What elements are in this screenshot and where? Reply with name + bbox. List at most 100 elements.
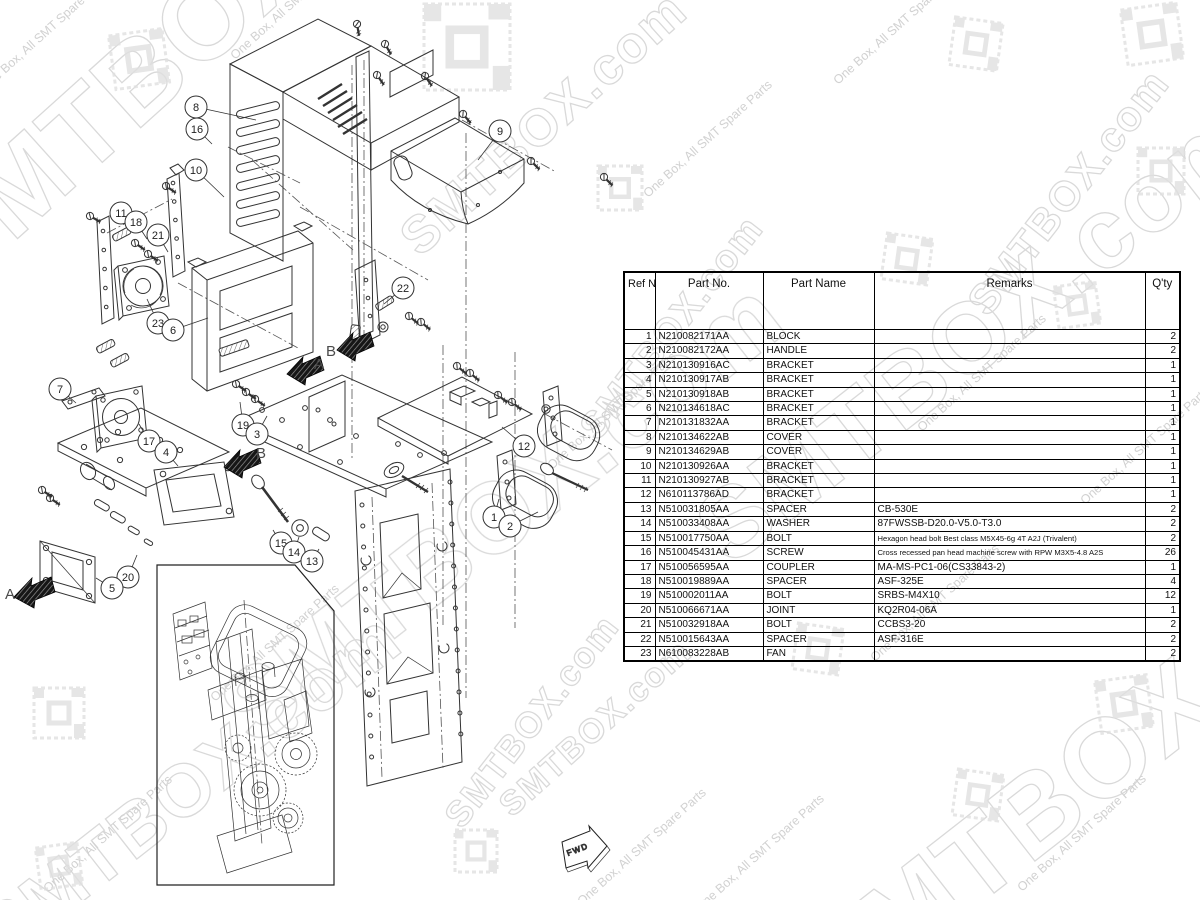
cell-part_name: BOLT bbox=[762, 530, 875, 547]
tagline-watermark: One Box, All SMT Spare Parts bbox=[641, 77, 775, 200]
cell-part_name: FAN bbox=[762, 645, 875, 662]
balloon-14: 14 bbox=[282, 536, 306, 564]
cell-ref: 5 bbox=[623, 386, 656, 403]
cell-part_no: N510002011AA bbox=[654, 588, 764, 604]
svg-text:8: 8 bbox=[193, 102, 199, 114]
cell-part_name: SPACER bbox=[762, 573, 875, 590]
cell-part_name: BRACKET bbox=[762, 487, 875, 503]
lower-left-drawing bbox=[39, 385, 235, 604]
svg-text:9: 9 bbox=[497, 126, 503, 138]
cell-ref: 1 bbox=[623, 328, 656, 345]
cell-remarks: CB-530E bbox=[873, 501, 1146, 518]
cell-part_no: N510045431AA bbox=[654, 545, 764, 561]
cell-remarks bbox=[873, 357, 1146, 374]
cell-remarks: Cross recessed pan head machine screw wi… bbox=[873, 545, 1146, 561]
screw-icon bbox=[85, 211, 101, 225]
cell-part_no: N210131832AA bbox=[654, 415, 764, 431]
cell-remarks: 87FWSSB-D20.0-V5.0-T3.0 bbox=[873, 516, 1146, 532]
cell-part_name: BOLT bbox=[762, 617, 875, 633]
line-art: FWD bbox=[13, 18, 614, 886]
cell-remarks bbox=[873, 401, 1146, 417]
screw-icon bbox=[372, 70, 385, 87]
cell-part_name: SPACER bbox=[762, 501, 875, 518]
cell-ref: 18 bbox=[623, 573, 656, 590]
screw-icon bbox=[452, 361, 467, 376]
cell-qty: 1 bbox=[1144, 458, 1181, 475]
cell-part_no: N510066671AA bbox=[654, 602, 764, 619]
qr-watermark bbox=[422, 2, 512, 92]
cell-remarks: CCBS3-20 bbox=[873, 617, 1146, 633]
cell-part_name: COVER bbox=[762, 444, 875, 460]
cell-remarks bbox=[873, 645, 1146, 662]
cell-part_no: N510033408AA bbox=[654, 516, 764, 532]
column-header-remarks: Remarks bbox=[873, 271, 1146, 330]
cell-part_name: BRACKET bbox=[762, 415, 875, 431]
cell-ref: 12 bbox=[623, 487, 656, 503]
screw-icon bbox=[493, 390, 508, 405]
cell-part_name: BRACKET bbox=[762, 372, 875, 388]
qr-watermark bbox=[1118, 0, 1186, 68]
qr-watermark bbox=[950, 767, 1006, 823]
column-header-ref: Ref No. bbox=[623, 271, 656, 330]
svg-text:22: 22 bbox=[397, 283, 409, 295]
cell-qty: 2 bbox=[1144, 631, 1181, 647]
cell-part_name: JOINT bbox=[762, 602, 875, 619]
screw-icon bbox=[420, 71, 433, 88]
svg-text:17: 17 bbox=[143, 436, 155, 448]
qr-watermark bbox=[1092, 672, 1156, 736]
cover-8-drawing bbox=[228, 18, 461, 338]
screw-icon bbox=[458, 109, 472, 125]
cell-qty: 26 bbox=[1144, 545, 1181, 561]
cell-qty: 2 bbox=[1144, 328, 1181, 345]
cell-part_no: N610113786AD bbox=[654, 487, 764, 503]
svg-text:5: 5 bbox=[109, 583, 115, 595]
fasteners-drawing bbox=[251, 461, 589, 542]
svg-text:1: 1 bbox=[491, 512, 497, 524]
cell-part_no: N210082171AA bbox=[654, 328, 764, 345]
cell-ref: 4 bbox=[623, 372, 656, 388]
cell-ref: 7 bbox=[623, 415, 656, 431]
balloon-20: 20 bbox=[116, 554, 140, 589]
cell-ref: 9 bbox=[623, 444, 656, 460]
balloon-21: 21 bbox=[146, 223, 170, 253]
cell-qty: 1 bbox=[1144, 429, 1181, 446]
brand-watermark: SMTBOX.com bbox=[0, 596, 416, 900]
cell-qty: 1 bbox=[1144, 372, 1181, 388]
svg-text:10: 10 bbox=[190, 165, 202, 177]
cell-remarks bbox=[873, 458, 1146, 475]
cell-ref: 13 bbox=[623, 501, 656, 518]
plate-12-drawing bbox=[354, 259, 534, 465]
balloon-13: 13 bbox=[300, 548, 324, 573]
cell-part_no: N610083228AB bbox=[654, 645, 764, 662]
cell-qty: 1 bbox=[1144, 357, 1181, 374]
cell-qty: 12 bbox=[1144, 588, 1181, 604]
view-label-A: A bbox=[314, 356, 324, 373]
qr-watermark bbox=[33, 840, 85, 892]
cell-ref: 10 bbox=[623, 458, 656, 475]
balloon-18: 18 bbox=[124, 210, 148, 240]
balloon-7: 7 bbox=[48, 377, 77, 404]
screws-drawing bbox=[37, 19, 614, 507]
cell-ref: 8 bbox=[623, 429, 656, 446]
cell-part_no: N210130918AB bbox=[654, 386, 764, 403]
balloon-10: 10 bbox=[184, 158, 225, 198]
cell-qty: 2 bbox=[1144, 343, 1181, 359]
cell-qty: 1 bbox=[1144, 559, 1181, 575]
view-label-B: B bbox=[326, 343, 336, 360]
cell-qty: 2 bbox=[1144, 617, 1181, 633]
svg-text:7: 7 bbox=[57, 384, 63, 396]
column-header-part_no: Part No. bbox=[654, 271, 764, 330]
